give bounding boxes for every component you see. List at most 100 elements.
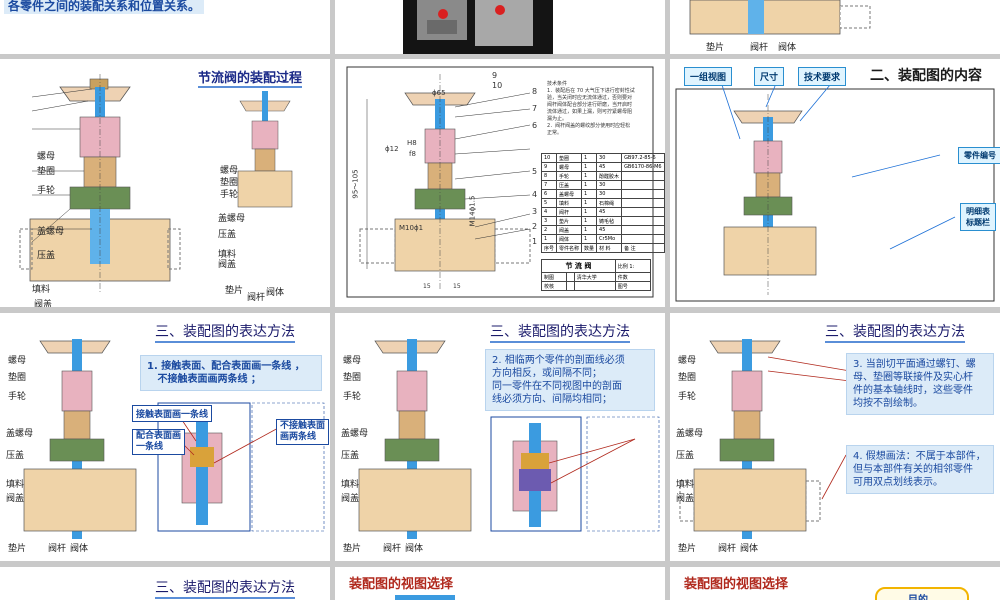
- parts-list-cell: 1: [581, 198, 598, 208]
- label-gasket: 垫片: [343, 544, 362, 554]
- dim-f8: f8: [409, 150, 416, 158]
- mini-label-body: 阀体: [266, 288, 285, 298]
- title-block: 节 流 阀 比例 1: 制图 清华大学 件数 校核 图号: [541, 259, 652, 291]
- label-cap-nut: 盖螺母: [341, 429, 369, 439]
- parts-list-header: 序号零件名称数量材 料备 注: [540, 243, 665, 253]
- label-packing: 填料: [32, 285, 51, 295]
- mini-label-bonnet: 阀盖: [218, 260, 237, 270]
- label-washer: 垫圈: [8, 373, 27, 383]
- label-bonnet: 阀盖: [676, 494, 695, 504]
- parts-list-cell: 1: [581, 189, 598, 199]
- rule-note-4: 4. 假想画法：不属于本部件， 但与本部件有关的相邻零件 可用双点划线表示。: [846, 445, 994, 494]
- tech-requirements: 技术条件 1．装配后在 70 大气压下进行密封性试 验，当关闭时应无流体通过，否…: [547, 81, 635, 137]
- slide-thumb-11[interactable]: 装配图的视图选择: [335, 567, 665, 600]
- dim-15a: 15: [423, 283, 431, 290]
- label-cap-nut: 盖螺母: [37, 227, 65, 237]
- valve-section-drawing: [358, 339, 660, 539]
- dim-10: 10: [492, 81, 503, 90]
- label-washer: 垫圈: [37, 167, 56, 177]
- parts-list-cell: [621, 198, 665, 208]
- slide-thumb-3[interactable]: 垫片 阀杆 阀体: [670, 0, 1000, 54]
- label-stem: 阀杆: [48, 544, 67, 554]
- parts-list-cell: 6: [540, 189, 558, 199]
- label-cap-nut: 盖螺母: [676, 429, 704, 439]
- parts-list-cell: 1: [581, 171, 598, 181]
- dim-m14: M14ϕ1.5: [468, 195, 477, 227]
- callout-no-contact: 不接触表面 画两条线: [276, 419, 330, 445]
- label-packing: 填料: [6, 480, 25, 490]
- parts-list-cell: 45: [596, 207, 623, 217]
- dim-15b: 15: [453, 283, 461, 290]
- parts-list-cell: [621, 216, 665, 226]
- tag-view-group: 一组视图: [684, 67, 733, 86]
- slide-thumb-7[interactable]: 三、装配图的表达方法 1. 接触表面、配合表面画一条线 ， 不接触表面画两条线 …: [0, 313, 330, 561]
- tag-part-numbers: 零件编号: [958, 147, 1000, 164]
- label-stem: 阀杆: [383, 544, 402, 554]
- dim-m10: M10ϕ1: [399, 224, 424, 232]
- tag-dimensions: 尺寸: [754, 67, 785, 86]
- parts-list-cell: 1: [581, 207, 598, 217]
- label-handwheel: 手轮: [343, 392, 362, 402]
- parts-list-cell: 垫片: [556, 216, 583, 226]
- parts-list-cell: 阀盖: [556, 225, 583, 235]
- parts-list-header-cell: 数量: [581, 243, 598, 253]
- label-packing: 填料: [341, 480, 360, 490]
- parts-list-header-cell: 材 料: [596, 243, 623, 253]
- label-nut: 螺母: [678, 356, 697, 366]
- slide-thumb-5[interactable]: 9 10 8 7 6 5 4 3 2 1 ϕ65 ϕ12 H8 f8 95～10…: [335, 59, 665, 307]
- slide-thumb-1[interactable]: 各零件之间的装配关系和位置关系。: [0, 0, 330, 54]
- valve-body-partial: [689, 0, 871, 35]
- parts-list-cell: 压盖: [556, 180, 583, 190]
- slide-thumb-10[interactable]: 三、装配图的表达方法: [0, 567, 330, 600]
- parts-list-cell: 30: [596, 153, 623, 163]
- parts-list-cell: 1: [581, 225, 598, 235]
- tech-line: 验，当关闭时应无流体通过，否则要对: [547, 95, 633, 101]
- dim-phi65: ϕ65: [432, 89, 446, 97]
- dim-1: 1: [532, 237, 538, 246]
- tech-line: 2．阀杆阀盖的螺纹部分使用时应轻松: [547, 123, 631, 129]
- slide-title: 节流阀的装配过程: [198, 67, 303, 88]
- dim-5: 5: [532, 167, 538, 176]
- dim-8: 8: [532, 87, 538, 96]
- label-gland: 压盖: [37, 251, 56, 261]
- tag-parts-list: 明细表 标题栏: [960, 203, 996, 231]
- slide-thumb-12[interactable]: 装配图的视图选择 目的: [670, 567, 1000, 600]
- label-body: 阀体: [740, 544, 759, 554]
- tech-title: 技术条件: [547, 81, 568, 87]
- dim-4: 4: [532, 190, 538, 199]
- label-bonnet: 阀盖: [6, 494, 25, 504]
- slide-thumb-6[interactable]: 二、装配图的内容 一组视图 尺寸 技术要求 零件编号 明细表 标题栏: [670, 59, 1000, 307]
- parts-list-cell: [621, 171, 665, 181]
- label-body: 阀体: [405, 544, 424, 554]
- mini-label-gasket: 垫片: [225, 286, 244, 296]
- parts-list-cell: 7: [540, 180, 558, 190]
- slide-thumb-8[interactable]: 三、装配图的表达方法 2. 相临两个零件的剖面线必须 方向相反，或间隔不同； 同…: [335, 313, 665, 561]
- label-body: 阀体: [778, 43, 797, 53]
- parts-list-cell: [621, 180, 665, 190]
- slide-thumb-2[interactable]: [335, 0, 665, 54]
- label-washer: 垫圈: [343, 373, 362, 383]
- label-body: 阀体: [70, 544, 89, 554]
- mini-label-washer: 垫圈: [220, 178, 239, 188]
- parts-list-cell: 1: [581, 180, 598, 190]
- parts-list-cell: 1: [581, 216, 598, 226]
- callout-contact-surface: 接触表面画一条线: [132, 405, 213, 422]
- parts-list-cell: 1: [581, 153, 598, 163]
- label-gland: 压盖: [6, 451, 25, 461]
- tech-line: 正常。: [547, 130, 563, 136]
- dim-h8: H8: [407, 139, 417, 147]
- parts-list-cell: 手轮: [556, 171, 583, 181]
- parts-list-cell: 45: [596, 162, 623, 172]
- dim-9: 9: [492, 71, 498, 80]
- slide-thumb-4[interactable]: 节流阀的装配过程 螺母 垫圈 手轮 盖螺母 压盖 填料 阀盖 垫片 阀杆 阀体 …: [0, 59, 330, 307]
- slide-title: 三、装配图的表达方法: [490, 321, 630, 343]
- rule-note-2: 2. 相临两个零件的剖面线必须 方向相反，或间隔不同； 同一零件在不同视图中的剖…: [485, 349, 655, 411]
- slide-thumb-9[interactable]: 三、装配图的表达方法 3. 当剖切平面通过螺钉、螺 母、垫圈等联接件及实心杆 件…: [670, 313, 1000, 561]
